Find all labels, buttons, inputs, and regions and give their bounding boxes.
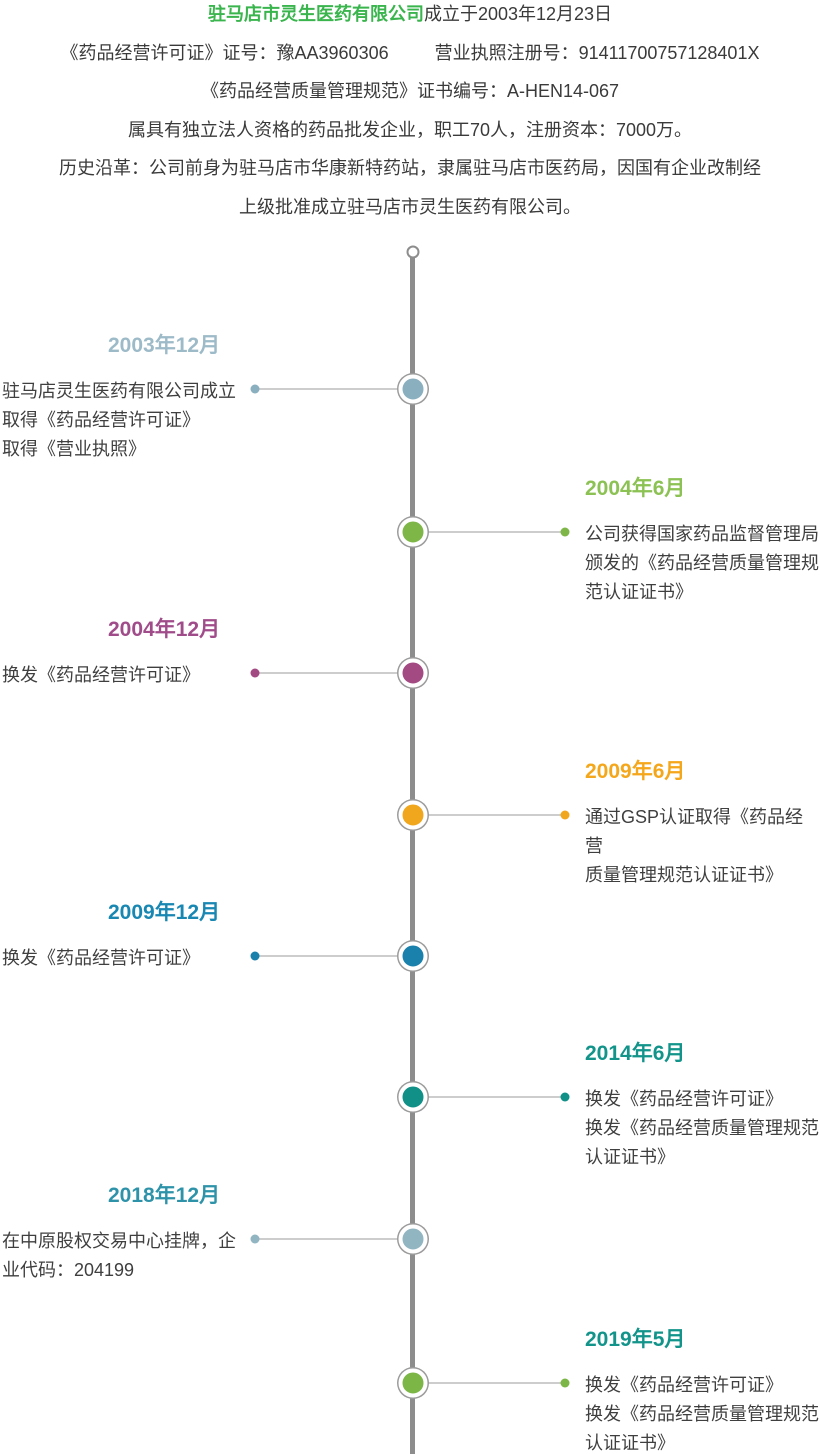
connector-line — [255, 388, 413, 390]
connector-dot — [250, 668, 260, 678]
timeline-node — [398, 517, 427, 547]
event-date: 2004年12月 — [108, 618, 221, 641]
connector-line — [255, 955, 413, 957]
business-registration-number: 营业执照注册号：91411700757128401X — [434, 42, 760, 63]
timeline-node — [398, 1082, 427, 1112]
event-description: 公司获得国家药品监督管理局 颁发的《药品经营质量管理规 范认证证书》 — [585, 524, 819, 602]
header-line-intro: 驻马店市灵生医药有限公司成立于2003年12月23日 — [0, 0, 820, 34]
event-content: 2004年12月 换发《药品经营许可证》 — [2, 616, 248, 690]
connector-line — [255, 1238, 413, 1240]
event-description: 换发《药品经营许可证》 换发《药品经营质量管理规范 认证证书》 — [585, 1375, 819, 1453]
connector-dot — [250, 384, 260, 394]
event-description: 驻马店灵生医药有限公司成立 取得《药品经营许可证》 取得《营业执照》 — [2, 381, 236, 459]
event-description: 在中原股权交易中心挂牌，企 业代码：204199 — [2, 1231, 236, 1280]
event-date: 2014年6月 — [585, 1042, 686, 1065]
timeline-node — [398, 374, 427, 404]
company-profile: 属具有独立法人资格的药品批发企业，职工70人，注册资本：7000万。 — [127, 119, 693, 140]
event-date: 2003年12月 — [108, 334, 221, 357]
event-content: 2003年12月 驻马店灵生医药有限公司成立 取得《药品经营许可证》 取得《营业… — [2, 332, 248, 464]
event-description: 换发《药品经营许可证》 — [2, 665, 200, 685]
company-name: 驻马店市灵生医药有限公司 — [207, 4, 424, 24]
timeline-line — [410, 252, 415, 1454]
event-description: 换发《药品经营许可证》 换发《药品经营质量管理规范 认证证书》 — [585, 1089, 819, 1167]
founded-text: 成立于2003年12月23日 — [423, 4, 613, 24]
event-description: 换发《药品经营许可证》 — [2, 948, 200, 968]
connector-line — [413, 814, 565, 816]
event-date: 2019年5月 — [585, 1328, 686, 1351]
drug-license-number: 《药品经营许可证》证号：豫AA3960306 — [60, 42, 389, 63]
event-date: 2009年6月 — [585, 760, 686, 783]
header: 驻马店市灵生医药有限公司成立于2003年12月23日 《药品经营许可证》证号：豫… — [0, 0, 820, 226]
event-content: 2009年12月 换发《药品经营许可证》 — [2, 899, 248, 973]
timeline-node — [398, 941, 427, 971]
connector-dot — [560, 810, 570, 820]
connector-dot — [250, 951, 260, 961]
connector-dot — [560, 1378, 570, 1388]
event-content: 2019年5月 换发《药品经营许可证》 换发《药品经营质量管理规范 认证证书》 — [585, 1326, 820, 1454]
history-overview-line-2: 上级批准成立驻马店市灵生医药有限公司。 — [239, 196, 581, 217]
timeline-node — [398, 1224, 427, 1254]
event-description: 通过GSP认证取得《药品经营 质量管理规范认证证书》 — [585, 807, 804, 885]
connector-dot — [250, 1234, 260, 1244]
connector-line — [413, 531, 565, 533]
history-overview-line-1: 历史沿革：公司前身为驻马店市华康新特药站，隶属驻马店市医药局，因国有企业改制经 — [59, 158, 761, 178]
timeline-node — [398, 800, 427, 830]
timeline-node — [398, 1368, 427, 1398]
timeline-node — [398, 658, 427, 688]
gsp-certificate-number: 《药品经营质量管理规范》证书编号：A-HEN14-067 — [200, 81, 620, 101]
connector-line — [413, 1096, 565, 1098]
event-content: 2004年6月 公司获得国家药品监督管理局 颁发的《药品经营质量管理规 范认证证… — [585, 475, 820, 607]
event-date: 2009年12月 — [108, 901, 221, 924]
connector-dot — [560, 1092, 570, 1102]
timeline-start-circle — [406, 245, 419, 259]
header-line-licenses: 《药品经营许可证》证号：豫AA3960306 营业执照注册号：914117007… — [0, 34, 820, 73]
connector-line — [413, 1382, 565, 1384]
connector-dot — [560, 527, 570, 537]
event-content: 2009年6月 通过GSP认证取得《药品经营 质量管理规范认证证书》 — [585, 758, 820, 890]
event-content: 2018年12月 在中原股权交易中心挂牌，企 业代码：204199 — [2, 1182, 248, 1285]
connector-line — [255, 672, 413, 674]
event-date: 2018年12月 — [108, 1184, 221, 1207]
event-date: 2004年6月 — [585, 477, 686, 500]
event-content: 2014年6月 换发《药品经营许可证》 换发《药品经营质量管理规范 认证证书》 — [585, 1040, 820, 1172]
